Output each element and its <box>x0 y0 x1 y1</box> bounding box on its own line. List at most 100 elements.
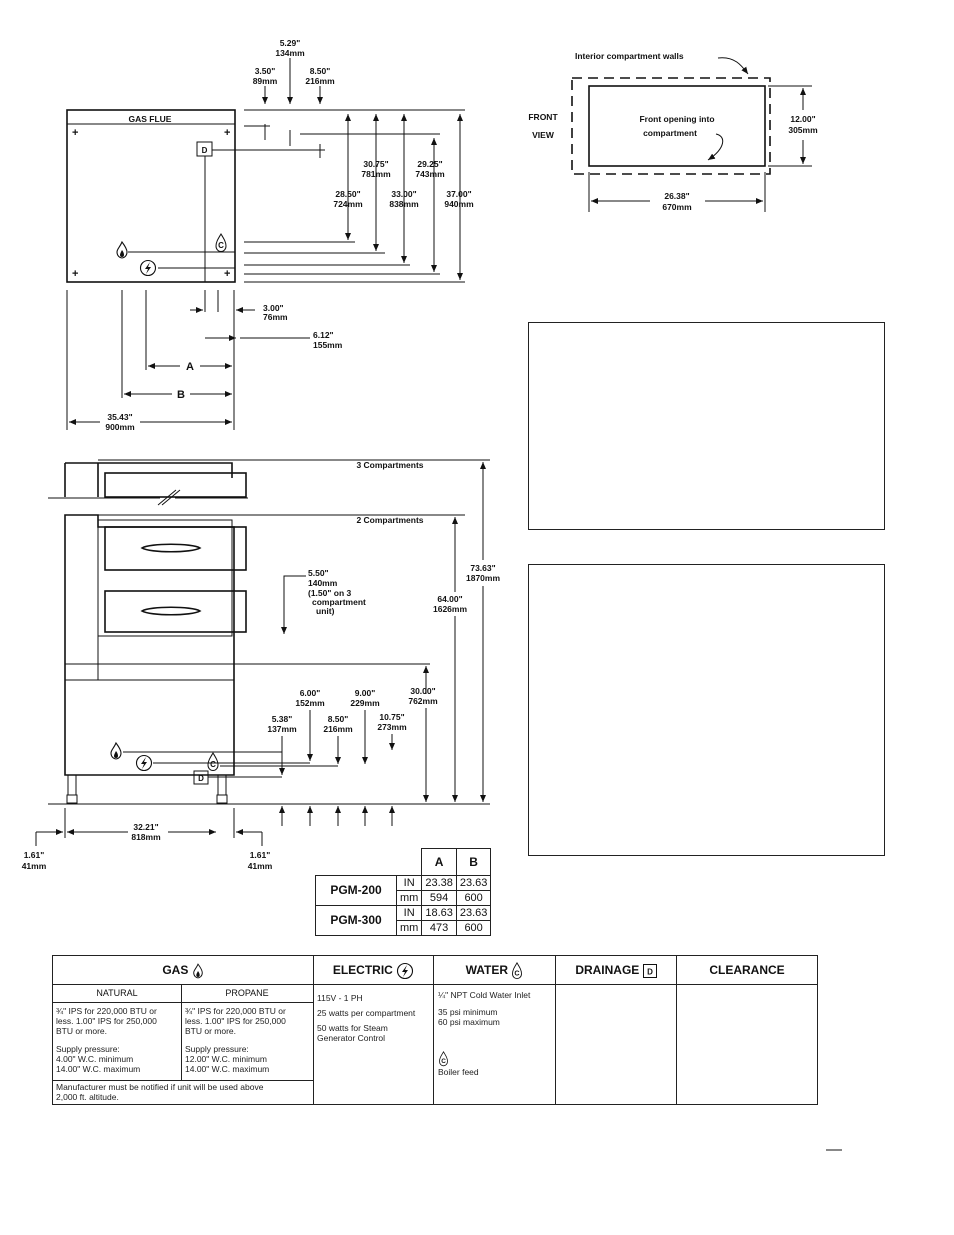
flame-icon <box>192 963 203 979</box>
svg-text:D: D <box>202 146 208 155</box>
dim-3700-in: 37.00" <box>446 189 471 199</box>
dim-850e-mm: 216mm <box>323 724 353 734</box>
drain-d-icon: D <box>193 770 209 785</box>
water-line1: ¼" NPT Cold Water Inlet <box>438 990 531 1000</box>
electric-line2: 25 watts per compartment <box>317 1008 416 1018</box>
dim-600-mm: 152mm <box>295 698 325 708</box>
flame-icon <box>110 742 122 760</box>
dim-a-label: A <box>186 361 194 373</box>
dim-3075-mm: 781mm <box>361 169 391 179</box>
front-width-mm: 670mm <box>662 202 692 212</box>
blank-box-upper <box>528 322 885 530</box>
dim-850-mm: 216mm <box>305 76 335 86</box>
b-value: 600 <box>455 920 492 936</box>
dim-550-mm: 140mm <box>308 578 338 588</box>
a-value: 473 <box>421 920 457 936</box>
flame-icon <box>116 241 128 259</box>
dim-612-mm: 155mm <box>313 340 343 350</box>
drawer-top-3comp <box>104 472 247 498</box>
electric-column: ELECTRIC 115V - 1 PH 25 watts per compar… <box>314 956 434 1104</box>
lightning-icon <box>397 962 414 979</box>
electric-line1: 115V - 1 PH <box>317 993 363 1003</box>
utilities-table: GAS NATURAL PROPANE ¾" IPS for 220,000 B… <box>52 955 818 1105</box>
plan-view: GAS FLUE + + + + D C 5.29" <box>66 38 474 432</box>
gas-flue-label: GAS FLUE <box>129 114 172 124</box>
natural-supply: Supply pressure: 4.00" W.C. minimum 14.0… <box>56 1044 141 1074</box>
dim-850e-in: 8.50" <box>328 714 349 724</box>
dim-161r-in: 1.61" <box>250 850 271 860</box>
dim-350-mm: 89mm <box>253 76 278 86</box>
a-value: 594 <box>421 890 457 906</box>
dim-3300-in: 33.00" <box>391 189 416 199</box>
col-b-header: B <box>455 848 492 876</box>
dim-3543-mm: 900mm <box>105 422 135 432</box>
front-opening <box>588 85 766 167</box>
clearance-header: CLEARANCE <box>677 956 817 985</box>
view-label: VIEW <box>532 130 555 140</box>
model-name: PGM-300 <box>315 905 397 936</box>
gas-column: GAS NATURAL PROPANE ¾" IPS for 220,000 B… <box>53 956 314 1104</box>
unit-cell: mm <box>395 890 423 906</box>
dim-3543-in: 35.43" <box>107 412 132 422</box>
svg-text:D: D <box>198 774 204 783</box>
water-line3-wrap: C Boiler feed <box>438 1041 554 1077</box>
drainage-header: DRAINAGE D <box>556 956 676 985</box>
model-dimension-table: A B PGM-200 IN 23.38 23.63 mm 594 600 PG… <box>315 848 492 936</box>
dim-b-label: B <box>177 389 185 401</box>
walls-label: Interior compartment walls <box>575 51 684 61</box>
unit-cell: IN <box>395 875 423 891</box>
dim-7363-mm: 1870mm <box>466 573 500 583</box>
water-drop-c-icon: C <box>512 962 523 979</box>
svg-text:C: C <box>218 241 224 250</box>
dim-6400-in: 64.00" <box>437 594 462 604</box>
col-a-header: A <box>421 848 457 876</box>
a-value: 23.38 <box>421 875 457 891</box>
a-value: 18.63 <box>421 905 457 921</box>
dim-350-in: 3.50" <box>255 66 276 76</box>
dim-3075-in: 30.75" <box>363 159 388 169</box>
dim-300-in: 3.00" <box>263 303 284 313</box>
opening-line2: compartment <box>643 128 697 138</box>
dim-2850-mm: 724mm <box>333 199 363 209</box>
dim-900-in: 9.00" <box>355 688 376 698</box>
svg-text:C: C <box>515 968 520 977</box>
svg-text:C: C <box>441 1058 446 1065</box>
water-drop-c-icon: C <box>207 752 219 771</box>
drainage-column: DRAINAGE D <box>556 956 677 1104</box>
dim-2850-in: 28.50" <box>335 189 360 199</box>
opening-line1: Front opening into <box>639 114 714 124</box>
three-comp-label: 3 Compartments <box>356 460 423 470</box>
dim-6400-mm: 1626mm <box>433 604 467 614</box>
gas-header: GAS <box>53 956 313 985</box>
compartment-walls <box>571 77 771 175</box>
svg-text:+: + <box>72 127 78 139</box>
dim-300-mm: 76mm <box>263 312 288 322</box>
dim-3221-mm: 818mm <box>131 832 161 842</box>
dim-2925-mm: 743mm <box>415 169 445 179</box>
water-drop-c-icon: C <box>215 233 227 252</box>
dim-3000-in: 30.00" <box>410 686 435 696</box>
svg-text:+: + <box>224 268 230 280</box>
lightning-icon <box>139 259 157 277</box>
water-header: WATER C <box>434 956 555 985</box>
drawer-2 <box>104 590 247 633</box>
dim-3700-mm: 940mm <box>444 199 474 209</box>
svg-text:D: D <box>647 967 653 976</box>
altitude-note: Manufacturer must be notified if unit wi… <box>56 1082 264 1102</box>
drain-d-icon: D <box>642 963 657 978</box>
dim-900-mm: 229mm <box>350 698 380 708</box>
dim-3221-in: 32.21" <box>133 822 158 832</box>
dim-612-in: 6.12" <box>313 330 334 340</box>
front-height-mm: 305mm <box>788 125 818 135</box>
drain-d-icon: D <box>196 141 213 157</box>
propane-text: ¾" IPS for 220,000 BTU or less. 1.00" IP… <box>185 1006 286 1036</box>
propane-supply: Supply pressure: 12.00" W.C. minimum 14.… <box>185 1044 270 1074</box>
dim-550-in: 5.50" <box>308 568 329 578</box>
dim-550-note1: (1.50" on 3 <box>308 588 352 598</box>
unit-cell: IN <box>395 905 423 921</box>
front-height-in: 12.00" <box>790 114 815 124</box>
svg-text:C: C <box>210 760 216 769</box>
dim-600-in: 6.00" <box>300 688 321 698</box>
dim-7363-in: 73.63" <box>470 563 495 573</box>
